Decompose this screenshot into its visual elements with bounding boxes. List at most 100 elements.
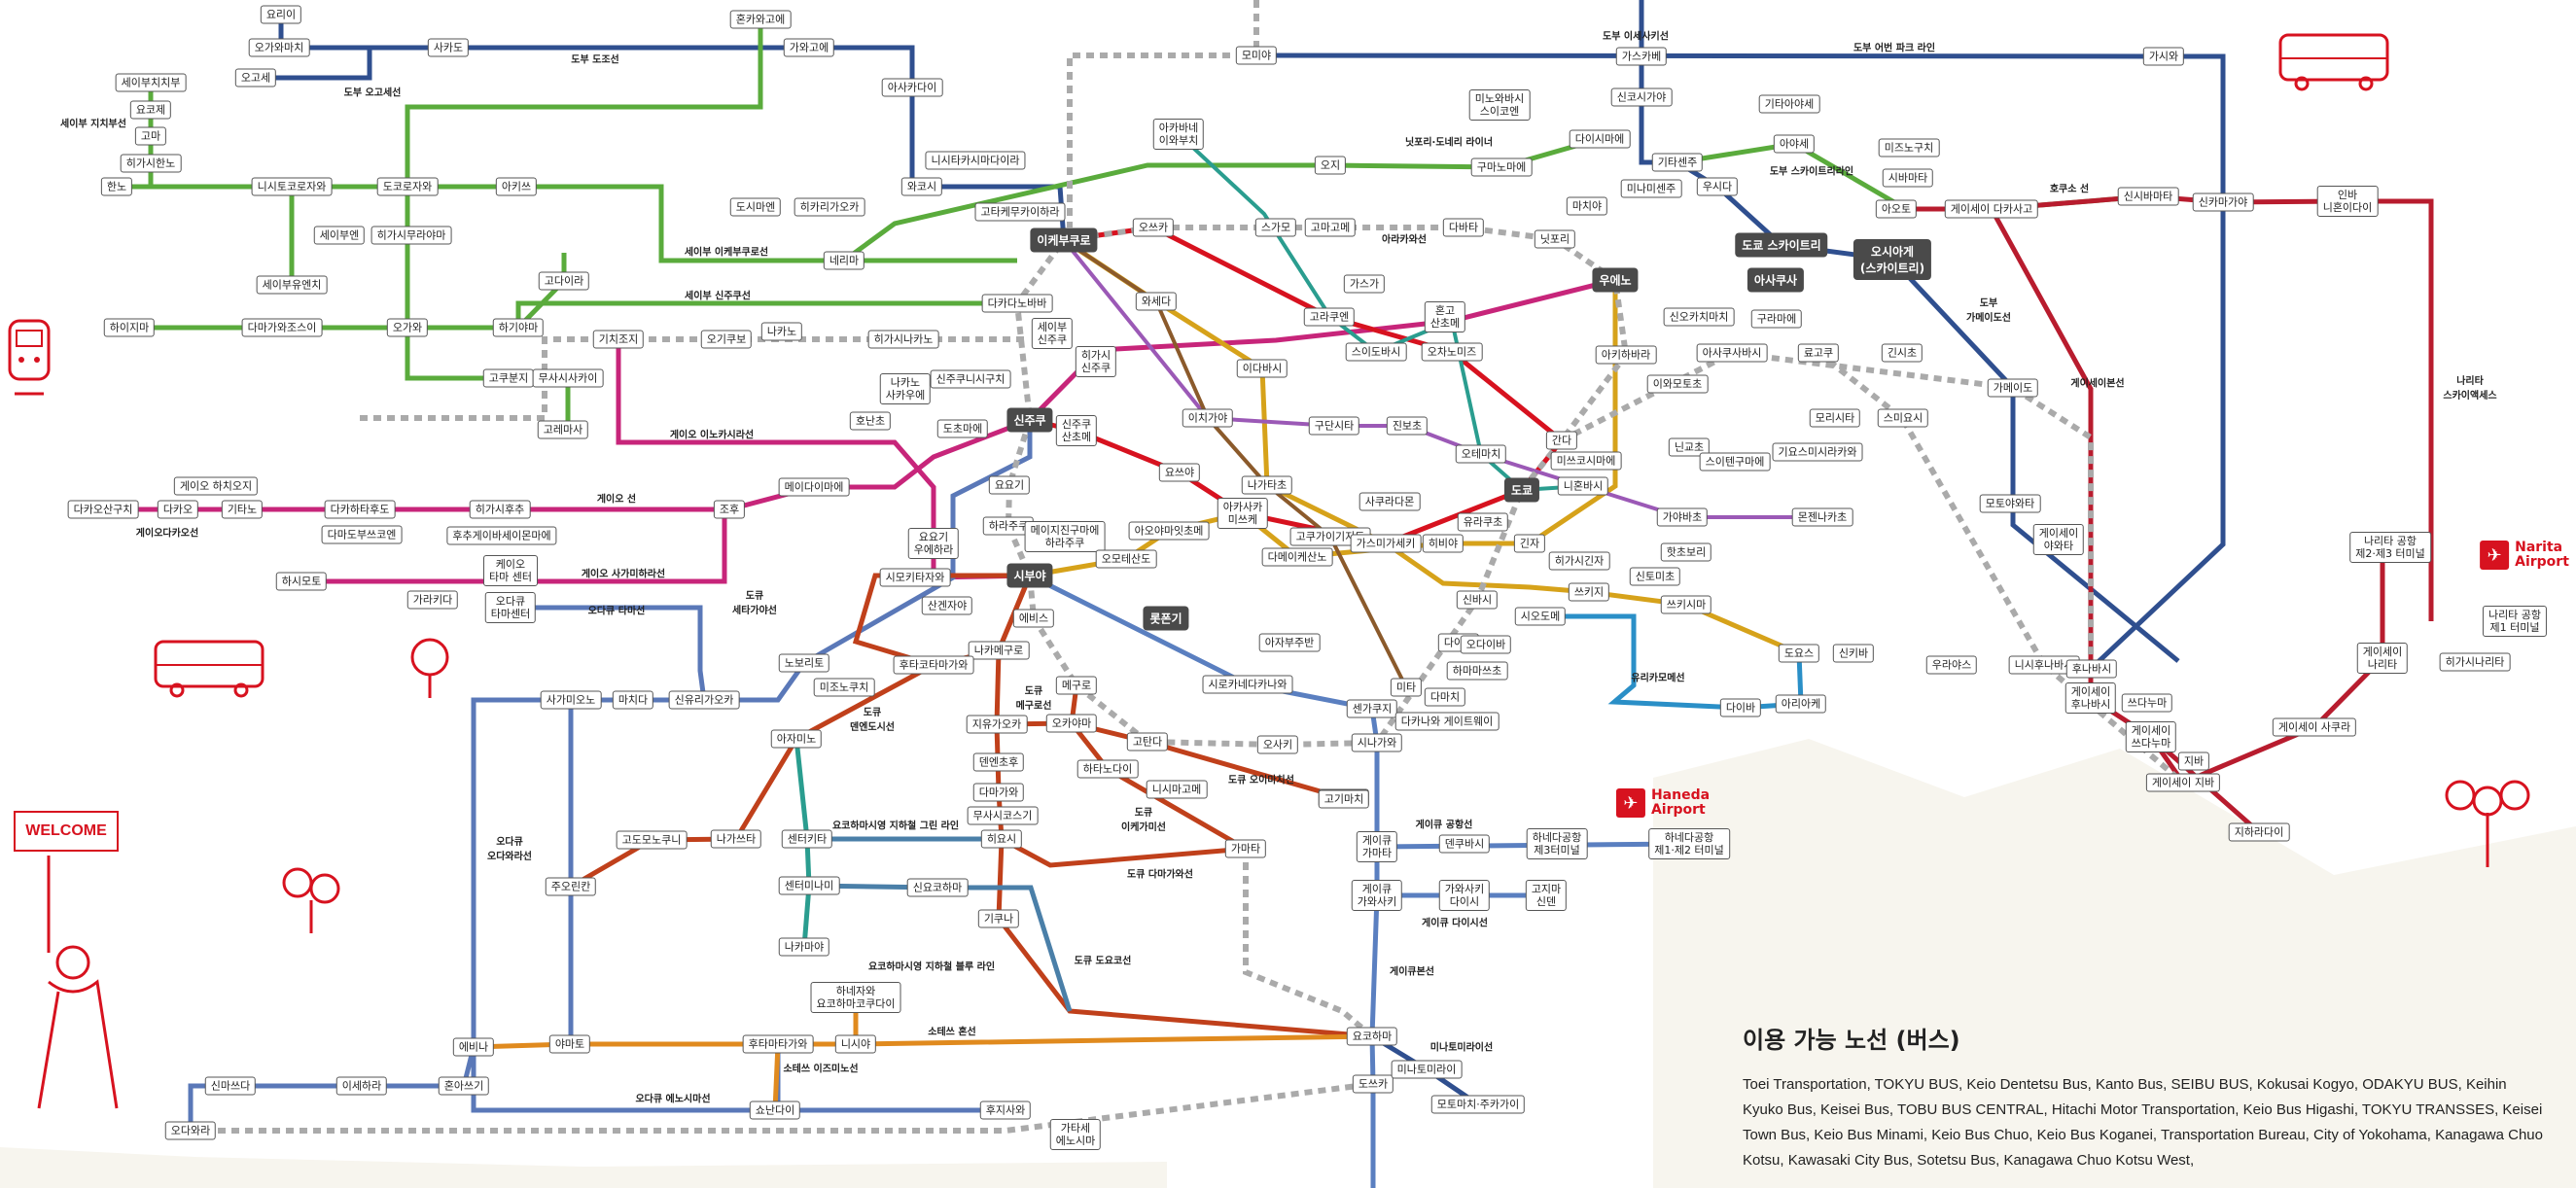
station: 오카야마 [1045,714,1098,733]
station: 이세하라 [335,1076,388,1096]
line-name-label: 세이부 신주쿠선 [685,291,751,302]
station: 가라키다 [406,590,459,610]
bus-panel-title: 이용 가능 노선 (버스) [1743,1027,1960,1054]
station: 하시모토 [275,572,328,591]
station: 쓰키지 [1568,582,1610,602]
line-odakyu-tama [511,605,707,701]
station: 세이부엔 [313,226,366,245]
station: 가타세 에노시마 [1049,1119,1102,1150]
line-name-label: 도부 가메이도선 [1966,298,2011,324]
station: 메이다이마에 [778,477,850,497]
line-name-label: 게이큐 다이시선 [1422,918,1488,929]
station: 기치조지 [592,330,645,349]
station: 도요스 [1778,644,1820,663]
station: 시로카네다카나와 [1202,675,1293,694]
station: 고지마 신덴 [1525,880,1568,911]
line-name-label: 미나토미라이선 [1429,1042,1494,1054]
station: 사가미오노 [540,690,602,710]
line-name-label: 유리카모메선 [1631,673,1685,684]
station: 고마 [134,126,167,146]
station: 오고세 [234,68,277,87]
station: 호난초 [849,411,892,431]
line-tokyu-oimachi [996,720,1345,801]
line-keio [103,417,1031,512]
station: 조후 [713,500,746,519]
line-jr-keihin [1243,849,1374,1039]
bus-icon [154,640,265,698]
station: 후나바시 [2065,659,2118,679]
station: 다카오 [157,500,199,519]
station: 게이세이 지바 [2145,773,2221,792]
line-name-label: 게이오다카오선 [135,528,199,540]
line-teal [1177,132,1584,493]
station: 한노 [100,177,133,196]
station: 아사카다이 [881,78,943,97]
station: 도시마엔 [729,197,782,217]
station: 쓰다누마 [2121,693,2173,713]
station: 케이오 타마 센터 [483,555,538,586]
line-name-label: 나리타 스카이액세스 [2443,376,2497,402]
station: 나가타초 [1241,475,1293,495]
station: 기타센주 [1651,153,1704,172]
line-yurikamome [1540,613,1804,711]
station: 메구로 [1055,676,1098,695]
station: 가시와 [2142,47,2185,66]
station: 아오야마잇초메 [1128,521,1210,541]
background-shape [0,1147,1167,1188]
hub-station: 시부야 [1006,563,1053,588]
station: 센가쿠지 [1346,699,1398,718]
train-icon [8,319,51,396]
station: 이치가야 [1182,408,1234,428]
line-keikyu [1369,708,1380,1188]
station: 아자미노 [770,729,823,749]
line-marunouchi [1029,225,1566,546]
station: 메이지진구마에 하라주쿠 [1024,521,1106,552]
station: 긴자 [1513,534,1546,553]
line-name-label: 닛포리·도네리 라이너 [1404,137,1494,149]
station: 히가시긴자 [1548,551,1610,571]
station: 마치다 [612,690,654,710]
line-name-label: 게이세이본선 [2070,378,2125,390]
line-name-label: 오다큐 타마선 [587,606,646,617]
airplane-icon: ✈ [2480,541,2510,570]
line-name-label: 게이오 선 [596,494,637,506]
station: 세이부유엔치 [256,275,328,295]
station: 나카노 [760,322,803,341]
station: 이와모토초 [1646,374,1709,394]
station: 스이텐구마에 [1699,452,1771,472]
line-jr-yamanote [1005,225,1630,749]
station: 고타케무카이하라 [974,202,1066,222]
station: 센터미나미 [778,876,840,895]
station: 지바 [2177,751,2210,771]
line-name-label: 아라카와선 [1382,234,1427,246]
line-name-label: 도큐 세타가야선 [732,591,777,616]
station: 나카마야 [778,937,830,957]
airport-name: Haneda Airport [1650,787,1711,818]
station: 요리이 [260,5,302,24]
station: 혼아쓰기 [438,1076,490,1096]
station: 에비스 [1012,609,1055,628]
station: 와세다 [1135,292,1178,311]
station: 기요스미시라카와 [1772,442,1863,462]
line-name-label: 오다큐 에노시마선 [635,1094,711,1105]
station: 지하라다이 [2228,822,2290,842]
line-name-label: 오다큐 오다와라선 [487,837,532,862]
line-tobu-skytree [1639,0,2180,663]
station: 유라쿠초 [1457,512,1509,532]
line-odakyu [471,420,1033,1113]
line-seibu-haijima [129,300,1017,331]
station: 스이도바시 [1345,342,1407,362]
station: 하네자와 요코하마코쿠다이 [810,982,901,1013]
station: 쓰키시마 [1660,595,1712,614]
station: 덴엔초후 [972,752,1025,772]
station: 신토미초 [1629,567,1681,586]
station: 고라쿠엔 [1303,307,1356,327]
welcome-flag: WELCOME [14,811,119,852]
station: 나리타 공항 제2·제3 터미널 [2349,532,2431,563]
station: 후타코타마가와 [893,655,974,675]
hub-station: 이케부쿠로 [1030,227,1098,253]
line-name-label: 게이오 사가미하라선 [581,569,666,580]
station: 신마쓰다 [204,1076,257,1096]
